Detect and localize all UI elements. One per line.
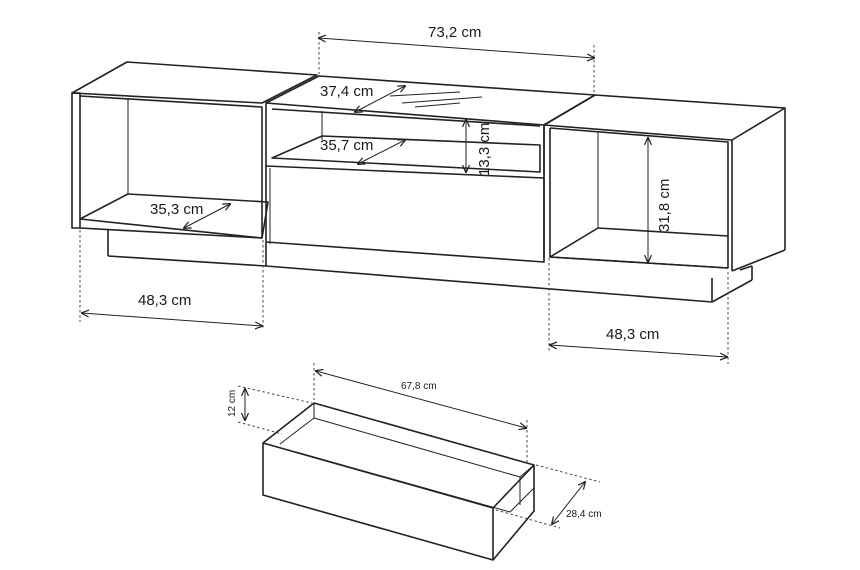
label-right-niche-height: 31,8 cm (656, 179, 673, 232)
label-left-shelf-depth: 35,3 cm (150, 201, 203, 218)
label-right-section-width: 48,3 cm (606, 326, 659, 343)
left-module (71, 61, 318, 267)
label-left-section-width: 48,3 cm (138, 292, 191, 309)
label-drawer-height: 12 cm (227, 390, 238, 417)
label-drawer-width: 67,8 cm (401, 381, 437, 392)
drawer-front-panel (262, 442, 494, 561)
label-shelf-depth-center: 37,4 cm (320, 83, 373, 100)
cabinet-dimensions (79, 32, 729, 364)
label-top-width: 73,2 cm (428, 24, 481, 41)
label-niche-height: 13,3 cm (476, 123, 493, 176)
drawer-dimensions (237, 363, 601, 529)
drawer-front (265, 165, 545, 263)
label-drawer-depth: 28,4 cm (566, 509, 602, 520)
tv-cabinet: 73,2 cm 37,4 cm 35,7 cm 13,3 cm 35,3 cm … (71, 24, 786, 364)
label-inner-shelf-depth: 35,7 cm (320, 137, 373, 154)
right-module (265, 94, 786, 303)
drawer: 67,8 cm 12 cm 28,4 cm (227, 363, 602, 561)
center-module (265, 75, 596, 266)
